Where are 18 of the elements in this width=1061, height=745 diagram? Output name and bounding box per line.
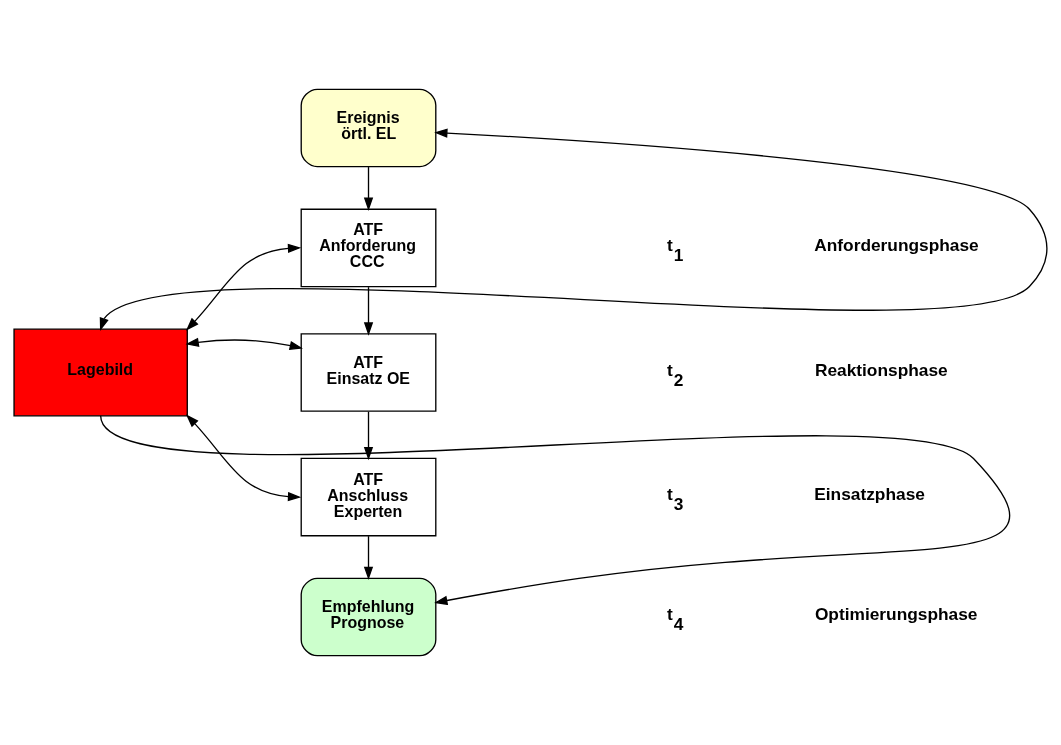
- node-box: Lagebild: [13, 328, 188, 417]
- arrow: [99, 128, 1048, 332]
- arrow: [185, 414, 302, 502]
- label: Reaktionsphase: [814, 359, 948, 380]
- node-box: ATF Einsatz OE: [300, 333, 437, 412]
- arrow: [185, 337, 303, 351]
- node-box: Ereignis örtl. EL: [300, 88, 437, 168]
- arrow: [363, 535, 374, 581]
- node-box: Empfehlung Prognose: [300, 577, 437, 657]
- label: Optimierungsphase: [814, 604, 978, 625]
- label: Anforderungsphase: [814, 235, 979, 256]
- arrow: [363, 166, 374, 211]
- node-box: ATF Anschluss Experten: [300, 457, 437, 537]
- node-box: ATF Anforderung CCC: [300, 208, 437, 288]
- arrow: [185, 243, 302, 331]
- label: Einsatzphase: [814, 484, 925, 505]
- arrow: [363, 286, 374, 336]
- arrow: [363, 411, 374, 461]
